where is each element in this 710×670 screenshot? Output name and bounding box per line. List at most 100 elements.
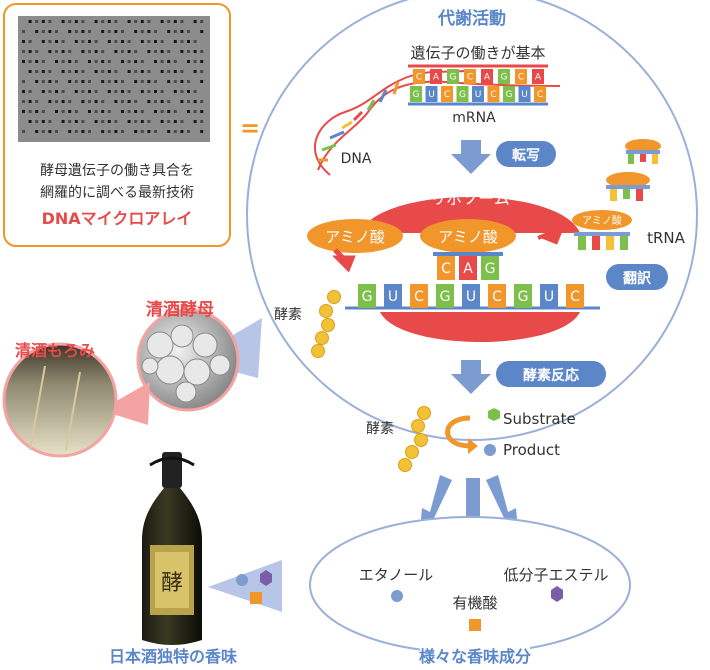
array-spot — [114, 20, 118, 23]
array-spot — [173, 60, 177, 63]
array-spot — [68, 20, 72, 23]
array-spot — [160, 50, 164, 53]
array-spot — [134, 110, 138, 113]
array-spot — [107, 60, 111, 63]
array-spot — [134, 70, 138, 73]
base-tile — [425, 86, 438, 102]
ribosome-small-subunit — [380, 312, 580, 342]
enzyme-label-1: 酵素 — [274, 307, 302, 323]
array-spot — [173, 130, 177, 133]
array-spot — [94, 120, 98, 123]
translation-badge — [606, 264, 668, 290]
array-spot — [193, 110, 197, 113]
array-spot — [140, 60, 144, 63]
array-spot — [121, 110, 124, 113]
array-spot — [167, 70, 171, 73]
array-spot — [28, 60, 32, 63]
array-spot — [121, 60, 124, 63]
array-spot — [94, 50, 98, 53]
base-tile — [503, 86, 515, 102]
array-spot — [74, 20, 78, 23]
bottle-acid-icon — [250, 592, 262, 604]
array-spot — [107, 70, 111, 73]
base-tile — [514, 284, 532, 308]
trna-in-arrow — [537, 228, 564, 245]
enzyme-bead — [398, 458, 412, 472]
array-spot — [173, 70, 177, 73]
array-spot — [41, 40, 45, 43]
array-spot — [28, 50, 32, 53]
array-spot — [160, 40, 164, 43]
reaction-arc — [445, 415, 471, 449]
array-spot — [154, 110, 157, 113]
array-spot — [74, 70, 78, 73]
amino-acid-2-label: アミノ酸 — [438, 228, 498, 246]
array-spot — [167, 100, 171, 103]
array-spot — [41, 110, 45, 113]
base-letter: C — [416, 73, 422, 83]
array-spot — [114, 130, 118, 133]
array-spot — [61, 70, 65, 73]
dna-label: DNA — [341, 151, 372, 167]
array-spot — [180, 120, 184, 123]
array-spot — [147, 130, 151, 133]
array-spot — [187, 30, 190, 33]
array-spot — [127, 70, 131, 73]
amino-acid-2 — [420, 219, 516, 253]
array-spot — [114, 30, 118, 33]
array-spot — [61, 110, 65, 113]
array-spot — [94, 70, 98, 73]
array-spot — [154, 130, 157, 133]
array-spot — [55, 90, 58, 93]
base-letter: C — [537, 90, 543, 100]
base-tile — [462, 284, 480, 308]
array-spot — [193, 60, 197, 63]
array-spot — [180, 90, 184, 93]
array-spot — [167, 50, 171, 53]
array-spot — [101, 30, 105, 33]
base-tile — [436, 284, 454, 308]
organic-acid-label: 有機酸 — [452, 594, 497, 612]
array-spot — [28, 90, 32, 93]
array-spot — [28, 100, 32, 103]
transcription-label: 転写 — [512, 147, 540, 164]
array-spot — [187, 40, 190, 43]
ethanol-icon — [391, 590, 403, 602]
array-spot — [200, 110, 204, 113]
array-spot — [68, 120, 72, 123]
amino-acid-1-label: アミノ酸 — [325, 228, 385, 246]
array-spot — [134, 100, 138, 103]
base-letter: C — [490, 90, 496, 100]
array-spot — [127, 90, 131, 93]
array-spot — [140, 70, 144, 73]
array-spot — [134, 20, 138, 23]
array-spot — [107, 20, 111, 23]
array-spot — [147, 120, 151, 123]
array-spot — [173, 30, 177, 33]
array-spot — [74, 30, 78, 33]
base-tile — [532, 69, 544, 84]
array-spot — [193, 50, 197, 53]
base-letter: C — [414, 289, 424, 305]
array-spot — [147, 90, 151, 93]
svg-text:酵: 酵 — [161, 571, 183, 596]
array-spot — [200, 80, 204, 83]
enzyme-reaction-label: 酵素反応 — [523, 367, 579, 384]
array-spot — [22, 90, 25, 93]
array-spot — [74, 40, 78, 43]
peptide-arrow — [331, 248, 356, 273]
base-tile — [540, 284, 558, 308]
array-spot — [81, 70, 85, 73]
array-spot — [41, 130, 45, 133]
base-letter: U — [475, 90, 482, 100]
array-spot — [41, 70, 45, 73]
metabolism-title: 代謝活動 — [437, 8, 506, 29]
array-spot — [147, 20, 151, 23]
sake-yeast-label: 清酒酵母 — [146, 299, 214, 320]
array-spot — [187, 110, 190, 113]
base-tile — [487, 86, 500, 102]
array-spot — [167, 80, 171, 83]
base-letter: C — [570, 289, 580, 305]
base-letter: C — [441, 261, 451, 277]
